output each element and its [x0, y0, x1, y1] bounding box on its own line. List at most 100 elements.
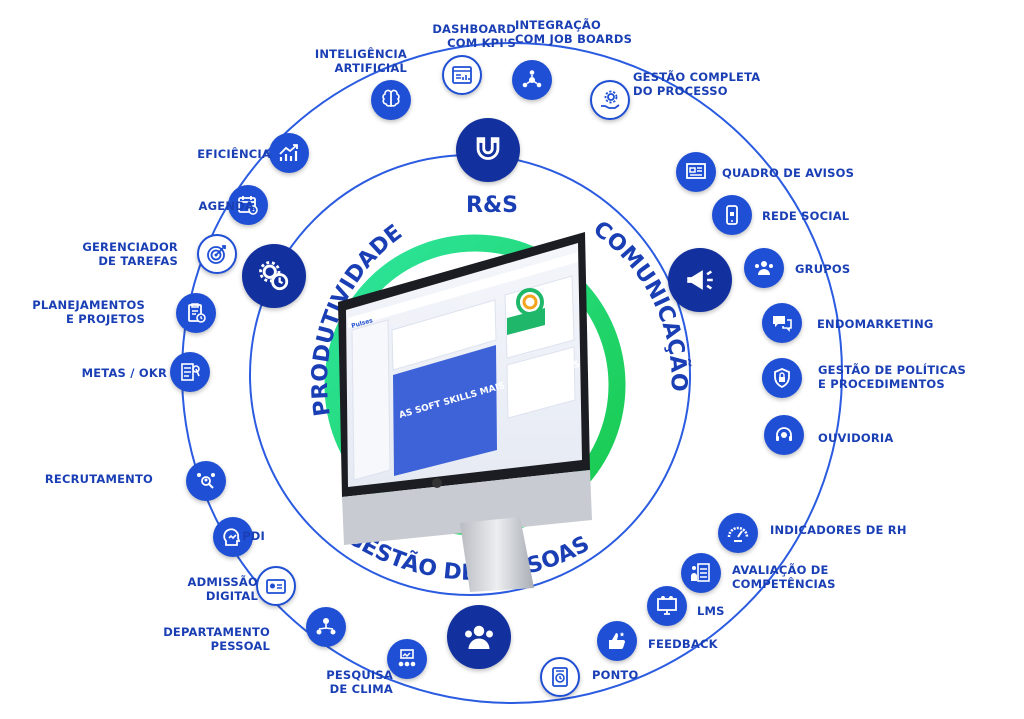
node-grupos	[744, 248, 784, 288]
label-line: GESTÃO COMPLETA	[633, 70, 761, 84]
node-ia	[371, 80, 411, 120]
people-icon	[465, 625, 493, 649]
node-recrutamento	[186, 461, 226, 501]
label-recrutamento: RECRUTAMENTO	[45, 472, 153, 486]
label-line: OUVIDORIA	[818, 431, 894, 445]
label-ponto: PONTO	[592, 668, 638, 682]
label-line: GRUPOS	[795, 262, 851, 276]
headset-icon	[776, 427, 792, 441]
label-line: EFICIÊNCIA	[197, 147, 271, 161]
label-line: COM JOB BOARDS	[515, 32, 633, 46]
node-politicas	[762, 358, 802, 398]
comunicacao-node	[668, 248, 732, 312]
label-line: DEPARTAMENTO	[163, 625, 270, 639]
id-card-icon	[266, 579, 286, 594]
imac	[338, 232, 592, 592]
label-feedback: FEEDBACK	[648, 637, 718, 651]
node-integracao	[512, 60, 552, 100]
node-eficiencia	[269, 133, 309, 173]
category-right: COMUNICAÇÃO	[588, 216, 691, 391]
label-line: COM KPI'S	[447, 36, 516, 50]
pessoas-node	[447, 605, 511, 669]
org-icon	[316, 618, 336, 635]
node-dp	[306, 607, 346, 647]
label-line: FEEDBACK	[648, 637, 718, 651]
target-icon	[207, 245, 226, 264]
recruit-icon	[197, 473, 215, 489]
magnet-icon	[476, 137, 500, 160]
label-line: DO PROCESSO	[633, 84, 728, 98]
gear-hand-icon	[601, 90, 620, 109]
label-line: QUADRO DE AVISOS	[722, 166, 855, 180]
checklist-icon	[691, 563, 710, 582]
node-agenda	[228, 185, 268, 225]
phone-icon	[726, 205, 738, 225]
clipboard-icon	[188, 303, 206, 323]
label-pdi: PDI	[242, 529, 265, 543]
label-quadro-avisos: QUADRO DE AVISOS	[722, 166, 854, 180]
rs-node	[456, 118, 520, 182]
label-indicadores: INDICADORES DE RH	[770, 523, 907, 537]
gear-clock-icon	[259, 261, 289, 291]
label-line: PESQUISA	[326, 668, 393, 682]
label-grupos: GRUPOS	[795, 262, 850, 276]
clock-machine-icon	[552, 667, 568, 687]
node-planejamentos	[176, 293, 216, 333]
node-lms	[647, 586, 687, 626]
megaphone-icon	[687, 270, 713, 290]
label-line: AGENDA	[198, 199, 254, 213]
brain-icon	[382, 89, 400, 107]
label-line: DIGITAL	[205, 589, 258, 603]
label-eficiencia: EFICIÊNCIA	[197, 147, 271, 161]
network-icon	[522, 70, 542, 88]
growth-icon	[279, 144, 298, 161]
label-line: RECRUTAMENTO	[44, 472, 153, 486]
monitor-icon	[657, 596, 677, 615]
node-pesquisa	[387, 639, 427, 679]
label-line: GESTÃO DE POLÍTICAS	[818, 363, 966, 377]
head-chart-icon	[223, 528, 241, 546]
node-indicadores	[718, 513, 758, 553]
label-rede-social: REDE SOCIAL	[762, 209, 849, 223]
label-line: REDE SOCIAL	[762, 209, 850, 223]
label-line: ADMISSÃO	[187, 575, 258, 589]
node-dashboard	[442, 55, 482, 95]
label-line: ENDOMARKETING	[817, 317, 934, 331]
label-line: ARTIFICIAL	[334, 61, 407, 75]
category-top: R&S	[466, 193, 518, 218]
node-metas	[170, 352, 210, 392]
survey-icon	[398, 649, 416, 667]
label-line: GERENCIADOR	[82, 240, 178, 254]
label-line: COMPETÊNCIAS	[732, 577, 836, 591]
group-icon	[755, 261, 773, 275]
node-admissao	[256, 566, 296, 606]
thumb-icon	[609, 632, 625, 650]
label-metas: METAS / OKR	[82, 366, 167, 380]
node-ponto	[540, 657, 580, 697]
label-line: DE TAREFAS	[98, 254, 178, 268]
label-line: PLANEJAMENTOS	[32, 298, 145, 312]
produtividade-node	[242, 244, 306, 308]
label-line: PONTO	[592, 668, 639, 682]
node-rede-social	[712, 195, 752, 235]
label-line: LMS	[697, 604, 725, 618]
calendar-icon	[238, 196, 258, 215]
label-line: AVALIAÇÃO DE	[732, 563, 829, 577]
gauge-icon	[727, 526, 749, 542]
node-pdi	[213, 517, 253, 557]
label-line: INDICADORES DE RH	[770, 523, 907, 537]
label-line: DE CLIMA	[329, 682, 393, 696]
label-line: DASHBOARD	[432, 22, 516, 36]
label-line: INTEGRAÇÃO	[515, 18, 601, 32]
label-agenda: AGENDA	[199, 199, 254, 213]
label-line: E PROJETOS	[66, 312, 145, 326]
